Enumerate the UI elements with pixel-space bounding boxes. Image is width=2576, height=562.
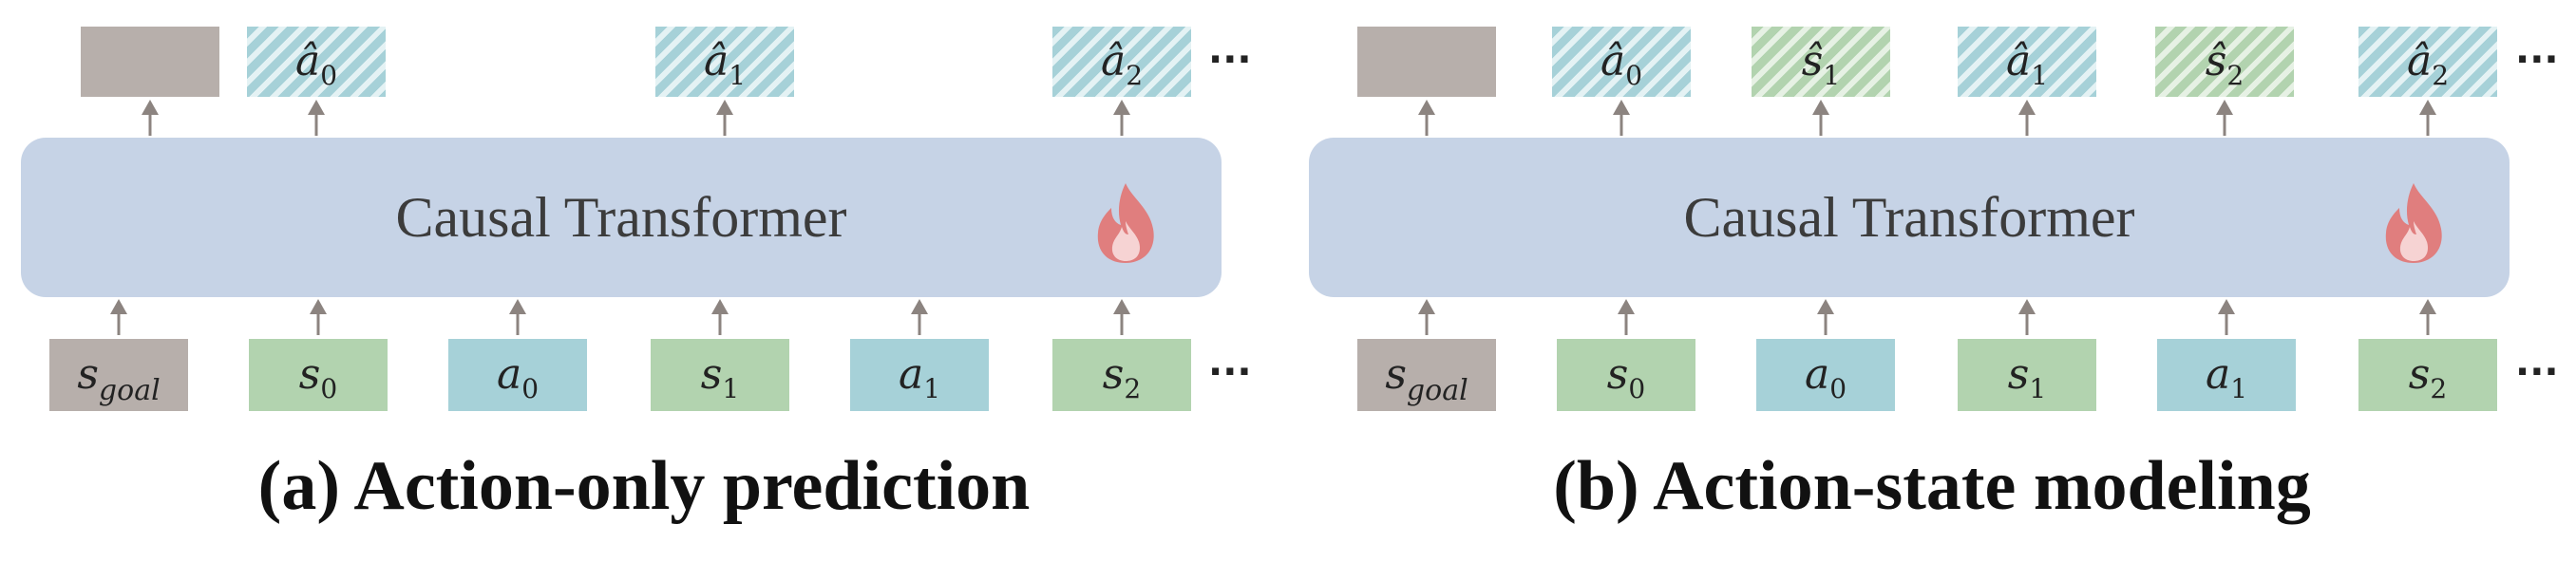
- up-arrow: [308, 100, 325, 136]
- output-token-a-hat-1: â1: [1958, 27, 2096, 97]
- input-ellipsis: ···: [2515, 350, 2559, 394]
- input-token-a-0: a0: [448, 339, 587, 411]
- up-arrow: [1418, 299, 1435, 335]
- input-token-s-0: s0: [1557, 339, 1695, 411]
- up-arrow: [1418, 100, 1435, 136]
- input-token-goal: sgoal: [49, 339, 188, 411]
- up-arrow: [1113, 100, 1130, 136]
- fire-icon: [2385, 183, 2442, 263]
- input-token-s-2: s2: [2358, 339, 2497, 411]
- panel-caption: (b) Action-state modeling: [1553, 447, 2311, 525]
- transformer-label: Causal Transformer: [395, 186, 847, 249]
- up-arrow: [711, 299, 729, 335]
- input-token-s-2: s2: [1052, 339, 1191, 411]
- up-arrow: [142, 100, 159, 136]
- output-token-goal-placeholder: [1357, 27, 1496, 97]
- panel-action-only: Causal Transformer sgoal s0 a0 s1 a1 s2 â0 â1 â…: [21, 27, 1252, 525]
- up-arrow: [2216, 100, 2233, 136]
- up-arrow: [716, 100, 733, 136]
- up-arrow: [1618, 299, 1635, 335]
- output-token-s-hat-1: ŝ1: [1752, 27, 1890, 97]
- output-token-goal-placeholder: [81, 27, 219, 97]
- output-ellipsis: ···: [1208, 38, 1252, 82]
- output-token-a-hat-0: â0: [247, 27, 386, 97]
- panel-action-state: Causal Transformer sgoal s0 a0 s1 a1 s2 â0 ŝ1 â…: [1288, 0, 2576, 562]
- up-arrow: [1812, 100, 1829, 136]
- input-token-s-0: s0: [249, 339, 388, 411]
- input-token-a-0: a0: [1756, 339, 1895, 411]
- up-arrow: [509, 299, 526, 335]
- transformer-label: Causal Transformer: [1683, 186, 2135, 249]
- causal-transformer-block: Causal Transformer: [1309, 138, 2510, 297]
- output-token-a-hat-2: â2: [2358, 27, 2497, 97]
- output-token-a-hat-2: â2: [1052, 27, 1191, 97]
- input-token-a-1: a1: [850, 339, 989, 411]
- output-token-a-hat-1: â1: [655, 27, 794, 97]
- input-token-s-1: s1: [651, 339, 789, 411]
- input-token-goal: sgoal: [1357, 339, 1496, 411]
- up-arrow: [2018, 299, 2036, 335]
- input-token-s-1: s1: [1958, 339, 2096, 411]
- output-token-a-hat-0: â0: [1552, 27, 1691, 97]
- up-arrow: [1817, 299, 1834, 335]
- arrow-layer: [1418, 100, 2436, 335]
- input-ellipsis: ···: [1208, 350, 1252, 394]
- up-arrow: [1113, 299, 1130, 335]
- arrow-layer: [110, 100, 1130, 335]
- panel-caption: (a) Action-only prediction: [257, 447, 1031, 525]
- up-arrow: [2218, 299, 2235, 335]
- output-token-s-hat-2: ŝ2: [2155, 27, 2294, 97]
- up-arrow: [110, 299, 127, 335]
- up-arrow: [911, 299, 928, 335]
- up-arrow: [2419, 100, 2436, 136]
- causal-transformer-block: Causal Transformer: [21, 138, 1222, 297]
- fire-icon: [1097, 183, 1154, 263]
- up-arrow: [2018, 100, 2036, 136]
- input-token-a-1: a1: [2157, 339, 2296, 411]
- up-arrow: [310, 299, 327, 335]
- up-arrow: [2419, 299, 2436, 335]
- up-arrow: [1613, 100, 1630, 136]
- output-ellipsis: ···: [2515, 38, 2559, 82]
